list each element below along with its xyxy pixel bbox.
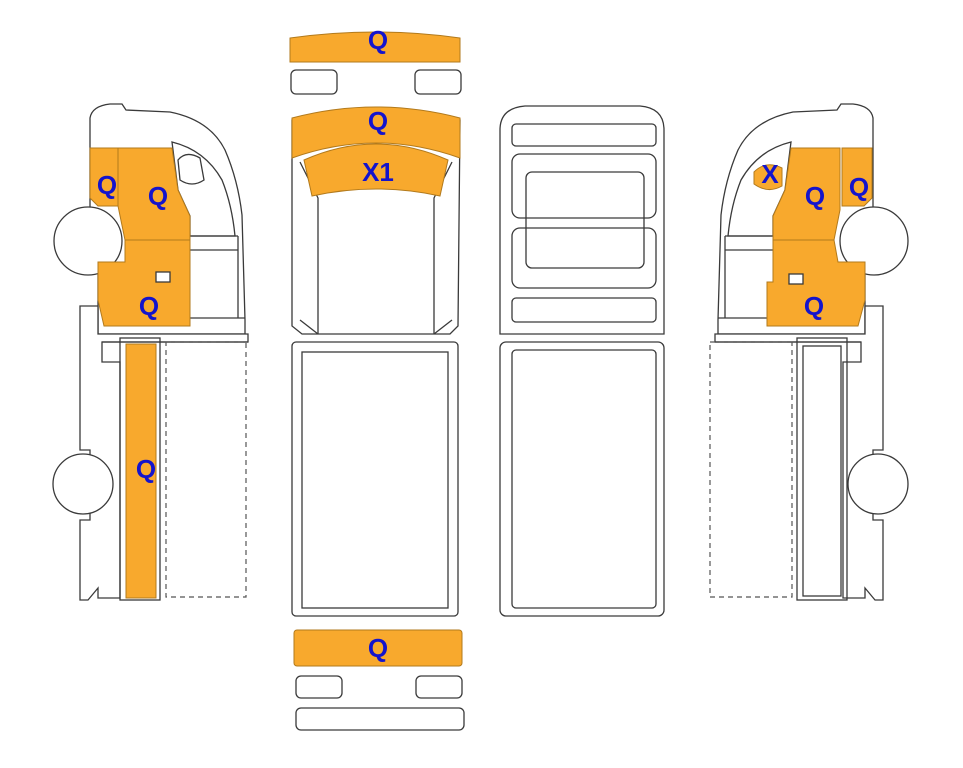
- left-taillight: [295, 675, 343, 699]
- label-left-fender: Q: [139, 291, 159, 321]
- cargo-roof-outline: [291, 341, 459, 617]
- left-cargo-side-panel: [125, 343, 157, 599]
- label-right-a-pillar: Q: [849, 172, 869, 202]
- label-left-front-door: Q: [97, 170, 117, 200]
- right-body-lower: [714, 305, 884, 601]
- label-front-bumper: Q: [368, 25, 388, 55]
- right-front-wheel: [839, 206, 909, 276]
- right-side-view: X Q Q Q: [709, 103, 909, 601]
- label-windshield: X1: [362, 157, 394, 187]
- left-front-wheel: [53, 206, 123, 276]
- hood-panel: [291, 106, 461, 159]
- right-cargo-dashed-panel: [709, 341, 793, 598]
- left-headlight: [290, 69, 338, 95]
- right-headlight: [414, 69, 462, 95]
- right-mirror-panel: [753, 164, 783, 190]
- label-right-fender: Q: [804, 291, 824, 321]
- underside-cab-outline: [499, 105, 665, 335]
- left-mirror: [177, 153, 205, 185]
- rear-step: [295, 707, 465, 731]
- right-fuel-door: [788, 273, 804, 285]
- front-bumper-panel: [289, 31, 461, 63]
- left-fuel-door: [155, 271, 171, 283]
- left-body-lower: [79, 305, 249, 601]
- label-right-mirror: X: [761, 159, 779, 189]
- label-left-front-door-inner: Q: [148, 181, 168, 211]
- right-fender-panel: [766, 239, 866, 327]
- label-right-front-door: Q: [805, 181, 825, 211]
- underside-cargo-outline: [499, 341, 665, 617]
- left-rear-wheel: [52, 453, 114, 515]
- left-front-door-inner-panel: [117, 147, 191, 241]
- underside-view: [499, 105, 665, 617]
- left-cargo-dashed-panel: [165, 341, 247, 598]
- right-rear-wheel: [847, 453, 909, 515]
- left-fender-panel: [97, 239, 191, 327]
- top-view: Q Q X1 Q: [289, 25, 465, 731]
- left-side-view: Q Q Q Q: [52, 103, 249, 601]
- right-taillight: [415, 675, 463, 699]
- label-left-cargo-side: Q: [136, 454, 156, 484]
- windshield-panel: [303, 143, 449, 197]
- label-hood: Q: [368, 106, 388, 136]
- rear-bumper-panel: [293, 629, 463, 667]
- right-a-pillar-panel: [841, 147, 873, 207]
- left-front-door-panel: [89, 147, 119, 207]
- label-rear-bumper: Q: [368, 633, 388, 663]
